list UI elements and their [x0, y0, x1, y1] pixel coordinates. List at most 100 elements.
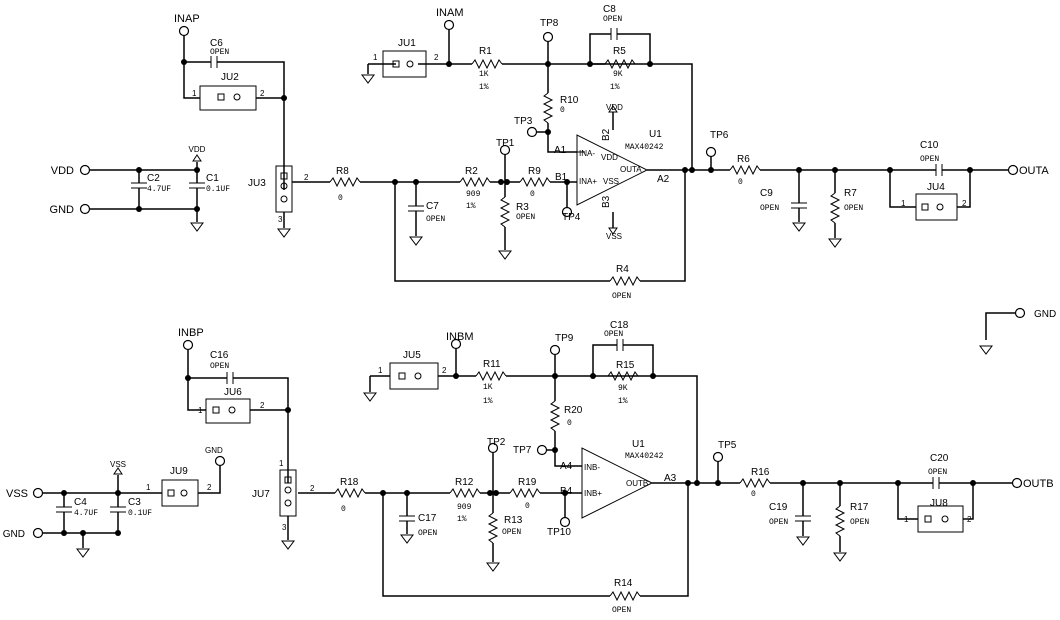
junction [446, 61, 452, 67]
junction [708, 167, 714, 173]
ju9-jumper[interactable] [161, 479, 199, 507]
junction [453, 373, 459, 379]
r17-value: OPEN [850, 518, 869, 527]
gnd-net-label: GND [3, 529, 25, 540]
channel-a-components [131, 28, 958, 286]
channel-b-test-points [32, 338, 1023, 539]
tp8-test-point[interactable] [542, 31, 554, 43]
gnd-test-point[interactable] [214, 455, 226, 467]
junction [285, 407, 291, 413]
c9-ref: C9 [760, 188, 773, 199]
junction [887, 167, 893, 173]
ground-symbol [277, 228, 291, 238]
inbm-test-point[interactable] [450, 338, 462, 350]
ground-symbol [363, 392, 377, 402]
tp2-test-point[interactable] [487, 442, 499, 454]
c20-capacitor [932, 477, 940, 489]
junction [562, 490, 568, 496]
ju2-jumper[interactable] [199, 85, 257, 111]
r4-ref: R4 [616, 264, 629, 275]
ball-b3: B3 [601, 195, 612, 208]
ina-minus-pin: INA- [579, 149, 595, 158]
vdd-input-terminal[interactable] [79, 164, 91, 176]
ju6-jumper[interactable] [205, 398, 251, 424]
inap-test-point[interactable] [178, 25, 190, 37]
gnd-input-terminal[interactable] [79, 203, 91, 215]
r4-value: OPEN [612, 292, 631, 301]
r10-value: 0 [560, 106, 565, 115]
r7-ref: R7 [844, 188, 857, 199]
c3-ref: C3 [128, 497, 141, 508]
junction [493, 490, 499, 496]
junction [413, 179, 419, 185]
junction [590, 373, 596, 379]
outa-output-terminal[interactable] [1007, 164, 1019, 176]
tp9-test-point[interactable] [549, 344, 561, 356]
outb-output-terminal[interactable] [1011, 477, 1023, 489]
inam-test-point[interactable] [443, 19, 455, 31]
r7-resistor [830, 192, 840, 224]
ju7-pin3: 3 [282, 523, 287, 532]
c19-capacitor [795, 515, 811, 522]
c1-value: 0.1UF [206, 185, 230, 194]
r15-value: 9K [618, 384, 628, 393]
ju3-jumper[interactable] [275, 165, 293, 213]
junction [380, 490, 386, 496]
ju3-ref: JU3 [248, 178, 266, 189]
r20-ref: R20 [564, 405, 583, 416]
c4-ref: C4 [74, 497, 87, 508]
r1-value: 1K [479, 70, 489, 79]
junction [281, 95, 287, 101]
ju4-jumper[interactable] [915, 193, 958, 221]
inb-minus-pin: INB- [584, 463, 600, 472]
tp5-test-point[interactable] [712, 451, 724, 463]
ju1-jumper[interactable] [382, 50, 427, 78]
tp3-test-point[interactable] [526, 126, 538, 138]
u1a-ref: U1 [649, 129, 662, 140]
ju6-pin2: 2 [260, 401, 265, 410]
c9-value: OPEN [760, 204, 779, 213]
r18-resistor [334, 488, 366, 498]
vss-input-terminal[interactable] [32, 487, 44, 499]
vdd-net-label: VDD [51, 165, 74, 177]
c17-ref: C17 [418, 513, 437, 524]
junction [185, 375, 191, 381]
ju7-jumper[interactable] [279, 469, 297, 517]
ju9-pin1: 1 [146, 483, 151, 492]
junction [115, 490, 121, 496]
tp4-test-point[interactable] [561, 206, 573, 218]
tp10-test-point[interactable] [559, 516, 571, 528]
ju8-jumper[interactable] [917, 505, 964, 533]
outa-pin: OUTA [620, 165, 642, 174]
junction [487, 490, 493, 496]
gnd-reference-terminal[interactable] [1014, 307, 1026, 319]
tp7-test-point[interactable] [536, 444, 548, 456]
junction [194, 167, 200, 173]
r5-tolerance: 1% [610, 83, 620, 92]
r12-ref: R12 [455, 477, 474, 488]
gnd-input-terminal[interactable] [32, 527, 44, 539]
ball-a3: A3 [664, 473, 677, 484]
r3-resistor [500, 196, 510, 228]
r9-value: 0 [530, 190, 535, 199]
u1b-part: MAX40242 [625, 452, 664, 461]
r12-tolerance: 1% [457, 515, 467, 524]
vss-symbol-label: VSS [110, 460, 126, 469]
tp10-label: TP10 [547, 527, 571, 538]
ju5-jumper[interactable] [389, 362, 439, 390]
vdd-symbol-label: VDD [189, 145, 206, 154]
r14-resistor [609, 591, 641, 601]
r3-ref: R3 [516, 202, 529, 213]
u1a-opamp [576, 134, 649, 206]
c6-ref: C6 [210, 38, 223, 49]
c10-ref: C10 [920, 140, 939, 151]
c1-ref: C1 [206, 173, 219, 184]
tp1-test-point[interactable] [499, 144, 511, 156]
ball-b4: B4 [560, 486, 573, 497]
tp6-test-point[interactable] [705, 146, 717, 158]
inbp-test-point[interactable] [182, 339, 194, 351]
junction [498, 179, 504, 185]
r9-ref: R9 [528, 166, 541, 177]
junction [545, 129, 551, 135]
c10-value: OPEN [920, 155, 939, 164]
